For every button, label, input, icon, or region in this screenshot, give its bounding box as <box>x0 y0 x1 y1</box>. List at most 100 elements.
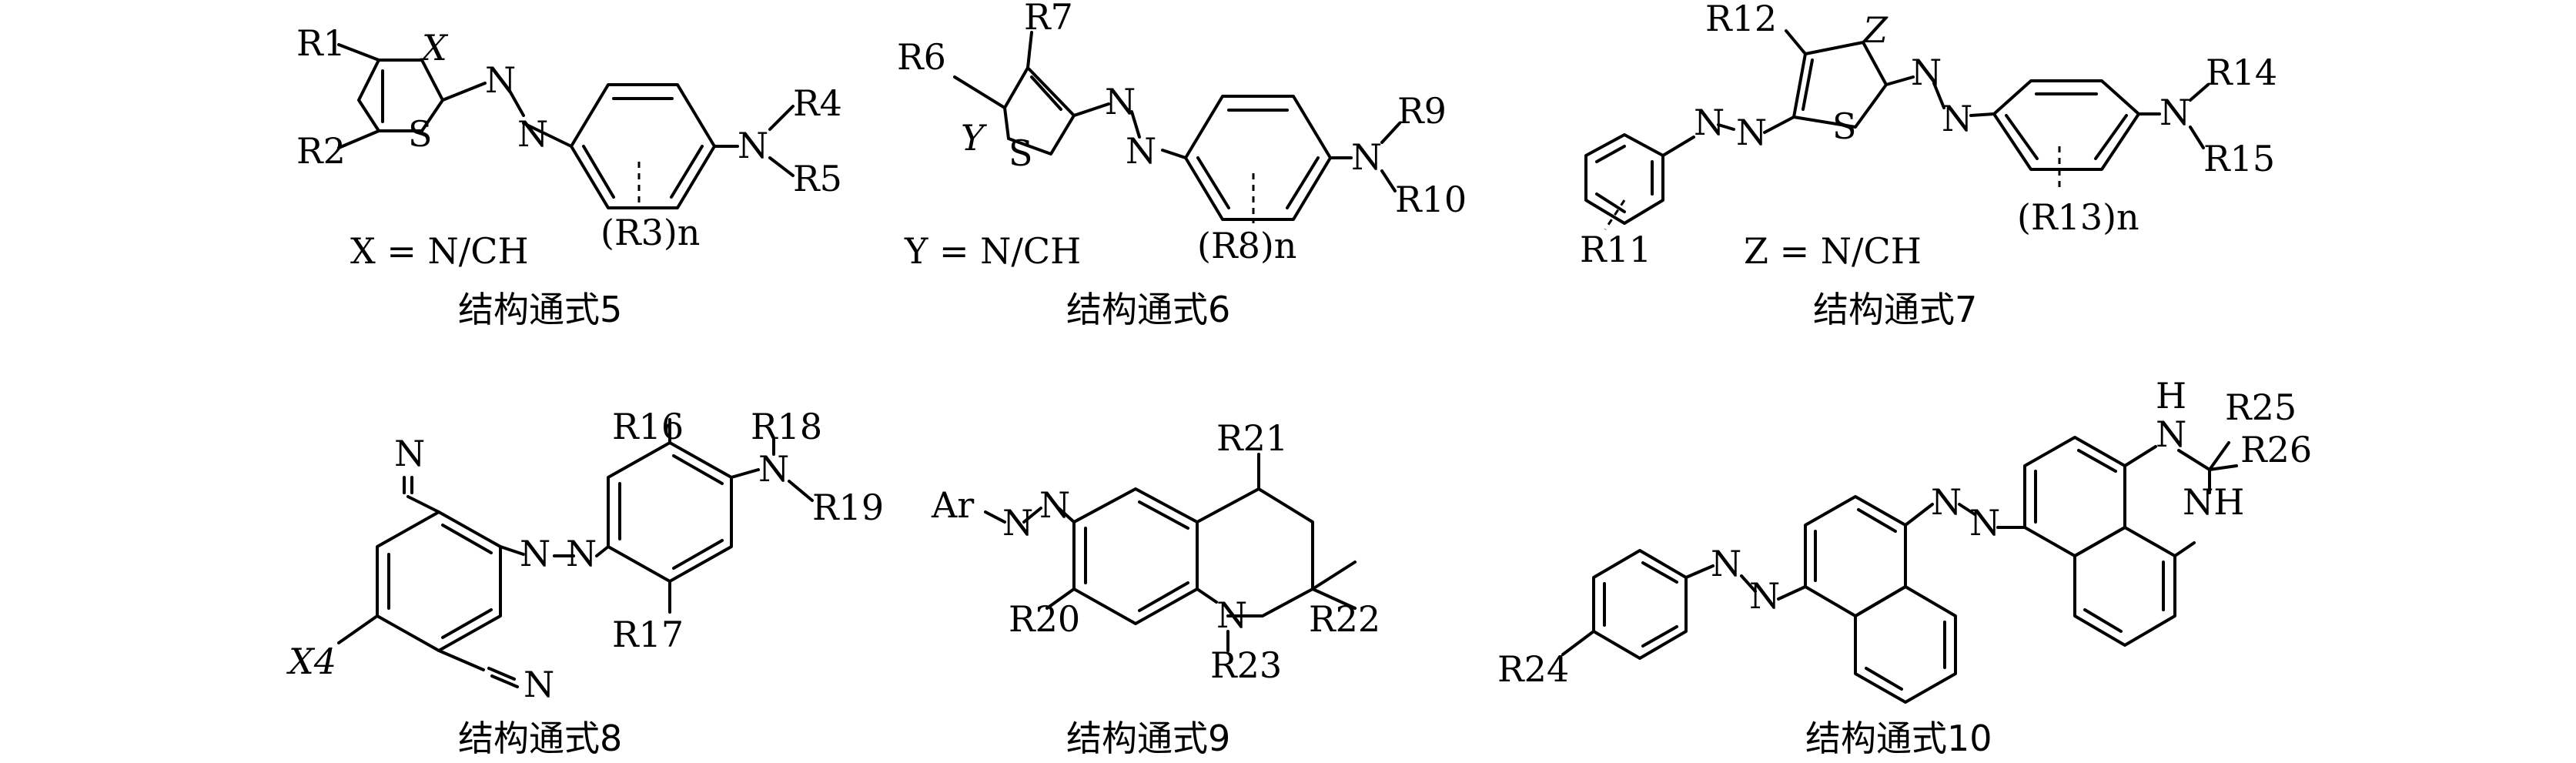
s10-perimidine-ring-a <box>2023 436 2126 557</box>
s5-benzene-db2 <box>670 145 704 199</box>
s7-ring-double1 <box>1802 59 1814 111</box>
s5-r5-label: R5 <box>793 158 842 199</box>
s6-azo-bond-1 <box>1072 102 1110 117</box>
s7-amine-n-label: N <box>2159 92 2190 133</box>
s9-n1-label: N <box>1002 502 1033 544</box>
s6-title: 结构通式6 <box>1066 289 1230 330</box>
s7-left-benzene-db1 <box>1595 145 1626 163</box>
s6-ring-double <box>1030 75 1062 111</box>
s10-n-top-label: N <box>2156 413 2186 455</box>
s7-r12-bond <box>1785 29 1807 55</box>
s10-r24-label: R24 <box>1497 648 1569 690</box>
s8-cn-bottom-label: N <box>524 664 554 705</box>
s8-cn-bottom-triple-b <box>490 674 519 688</box>
s8-cn-top-bond <box>406 495 440 514</box>
s6-azo-bond-2 <box>1161 149 1187 159</box>
s10-r26-label: R26 <box>2240 429 2312 470</box>
s7-right-benzene-db2 <box>2094 114 2128 160</box>
s7-condition: Z = N/CH <box>1744 230 1922 272</box>
s5-r2-label: R2 <box>296 130 346 172</box>
s7-ring-bonds <box>1792 41 1888 129</box>
s9-r22-label: R22 <box>1309 598 1380 640</box>
s9-r23-label: R23 <box>1210 644 1282 686</box>
s8-cn-top-label: N <box>394 433 425 474</box>
s8-n2-label: N <box>566 533 597 574</box>
s9-r20-bond <box>1045 587 1076 610</box>
s5-azo-nn <box>508 89 525 117</box>
s5-n1-label: N <box>485 59 516 101</box>
s10-nh-bottom-label: NH <box>2183 481 2244 523</box>
s10-naph-ring-b <box>1854 585 1957 704</box>
s8-right-ring <box>607 441 733 583</box>
s6-r9-bond <box>1380 122 1401 144</box>
s10-left-db2 <box>1641 561 1678 584</box>
s6-benzene-db3 <box>1196 156 1230 209</box>
s10-r26-bond <box>2208 464 2238 471</box>
s6-condition: Y = N/CH <box>904 230 1081 272</box>
s9-benzene-db2 <box>1138 500 1189 530</box>
s10-r24-bond <box>1561 630 1595 656</box>
s6-benzene-db2 <box>1286 156 1320 209</box>
s6-r10-label: R10 <box>1395 179 1467 220</box>
s7-n4-label: N <box>1942 98 1972 139</box>
s7-azo2-nn <box>1932 82 1945 109</box>
s5-r4-bond <box>768 105 795 131</box>
s7-left-benzene <box>1584 133 1664 225</box>
s6-r9-label: R9 <box>1397 90 1447 132</box>
s8-r18-label: R18 <box>751 406 822 447</box>
s5-r1-label: R1 <box>296 22 346 64</box>
s8-right-db3 <box>672 539 724 570</box>
s9-r21-label: R21 <box>1216 417 1288 459</box>
s8-azo-bond-b <box>595 545 610 557</box>
s8-r19-label: R19 <box>812 487 884 528</box>
s9-ar-bond <box>984 510 1006 524</box>
s5-amine-n-label: N <box>738 125 768 166</box>
s7-azo2-bond-a <box>1885 75 1915 86</box>
s7-n3-label: N <box>1911 52 1942 93</box>
structure-6: R6 R7 Y S N N N R9 R10 (R8)n Y = N/CH 结构… <box>897 0 1467 330</box>
s9-azo-bond-b <box>1057 507 1076 524</box>
s7-r11-label: R11 <box>1580 229 1651 270</box>
s5-s-label: S <box>408 113 433 155</box>
s8-title: 结构通式8 <box>458 718 622 759</box>
s10-azo2-nn <box>1958 503 1976 516</box>
s5-azo-bond-2 <box>522 122 573 148</box>
structure-10: R24 N N N N H N NH R25 R26 结构通式10 <box>1497 375 2312 759</box>
s10-h-top-label: H <box>2156 375 2186 417</box>
s8-r16-label: R16 <box>612 406 684 447</box>
s10-n3-label: N <box>1931 481 1962 523</box>
s10-azo1-nn <box>1740 574 1757 593</box>
s10-r25-label: R25 <box>2225 387 2297 428</box>
s9-title: 结构通式9 <box>1066 718 1230 759</box>
structure-7: R12 Z S N N N N N R14 R15 (R13)n R11 Z =… <box>1580 0 2277 330</box>
s8-x4-bond <box>337 614 379 644</box>
s6-r6-label: R6 <box>897 36 946 78</box>
s10-perimidine-ring-b <box>2073 526 2176 647</box>
s7-z-label: Z <box>1862 9 1889 51</box>
s6-r7-label: R7 <box>1024 0 1073 38</box>
s10-nh-bottom-bond <box>2173 541 2196 557</box>
s10-r25-bond <box>2208 441 2230 471</box>
s6-r6-bond <box>953 75 1006 109</box>
s7-azo1-nn <box>1717 123 1735 131</box>
s7-n2-label: N <box>1736 112 1767 153</box>
s5-r4-label: R4 <box>793 82 842 124</box>
s8-amine-n-label: N <box>758 448 789 490</box>
s6-n1-label: N <box>1105 81 1136 122</box>
s10-left-db3 <box>1641 625 1678 648</box>
s9-ring-n-bond <box>1196 587 1218 604</box>
s10-nh-top-bond <box>2123 445 2157 467</box>
s9-r22-bond <box>1311 587 1357 610</box>
s9-azo-nn <box>1022 507 1042 524</box>
s8-r19-bond <box>788 480 814 502</box>
s7-azo1-bond-a <box>1661 136 1695 157</box>
s6-y-label: Y <box>961 117 988 159</box>
s6-r10-bond <box>1380 169 1397 192</box>
s6-amine-n-label: N <box>1351 136 1382 178</box>
structure-5: R1 R2 X S N N N R4 R5 (R3)n X = N/CH 结构通… <box>296 22 842 330</box>
s7-right-benzene-db3 <box>2005 114 2039 160</box>
s7-azo2-bond-b <box>1969 112 1996 117</box>
s10-perim-db4 <box>2083 608 2123 633</box>
